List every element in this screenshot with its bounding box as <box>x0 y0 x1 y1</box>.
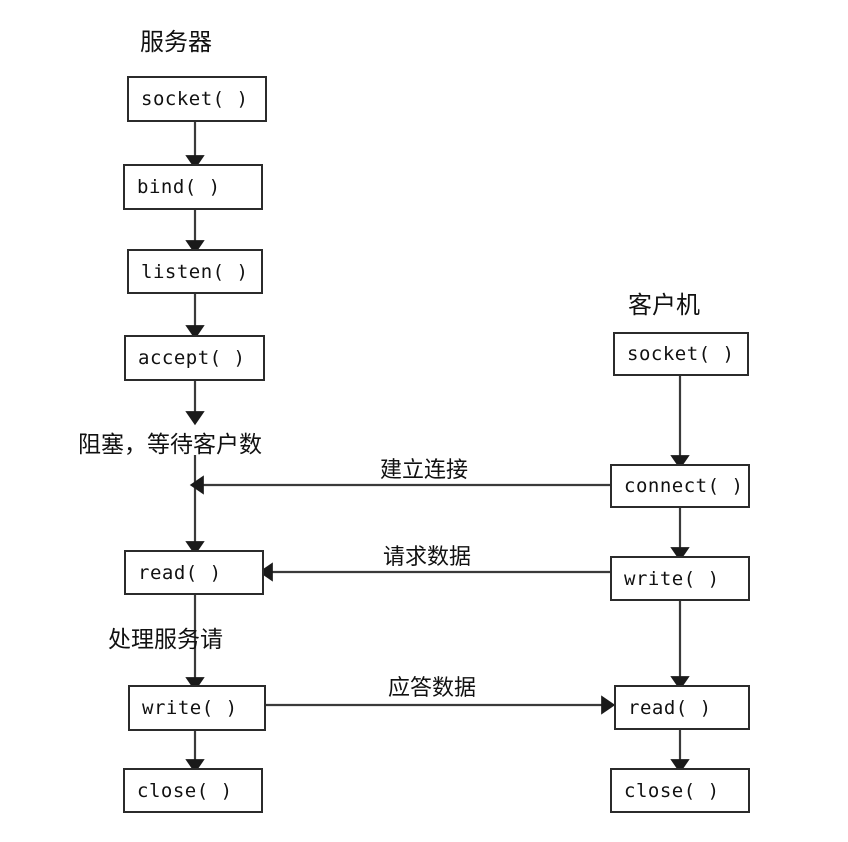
note-handle-request: 处理服务请 <box>108 627 223 653</box>
server-column-title: 服务器 <box>140 28 212 56</box>
server-listen[interactable]: listen( ) <box>127 249 263 294</box>
client-column-title: 客户机 <box>628 291 700 319</box>
client-socket[interactable]: socket( ) <box>613 332 749 376</box>
edge-label-request-data: 请求数据 <box>383 545 472 570</box>
client-connect[interactable]: connect( ) <box>610 464 750 508</box>
server-read[interactable]: read( ) <box>124 550 264 595</box>
client-write[interactable]: write( ) <box>610 556 750 601</box>
edge-label-response-data: 应答数据 <box>388 676 477 701</box>
server-close[interactable]: close( ) <box>123 768 263 813</box>
client-close[interactable]: close( ) <box>610 768 750 813</box>
server-accept[interactable]: accept( ) <box>124 335 265 381</box>
server-socket[interactable]: socket( ) <box>127 76 267 122</box>
edge-label-establish-connection: 建立连接 <box>380 458 469 483</box>
server-write[interactable]: write( ) <box>128 685 266 731</box>
note-blocking-wait: 阻塞，等待客户数 <box>78 432 262 458</box>
client-read[interactable]: read( ) <box>614 685 750 730</box>
server-bind[interactable]: bind( ) <box>123 164 263 210</box>
